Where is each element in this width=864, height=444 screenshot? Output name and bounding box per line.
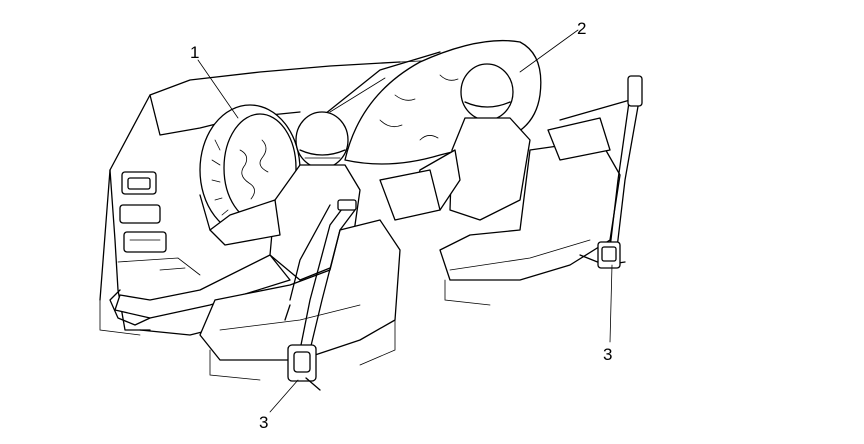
center-console [117,171,201,276]
driver-figure [109,111,361,326]
windshield-edge [319,51,441,119]
passenger-seat [439,117,621,306]
driver-seat [199,219,401,381]
passenger-figure [409,63,531,221]
driver-seat-belt [284,199,357,351]
callout-leader-lines [197,29,613,413]
driver-headrest [379,169,441,221]
callout-3-front-pretensioner: 3 [259,413,269,432]
rear-pretensioner [597,241,621,269]
dashboard-outline [99,59,441,336]
callout-2-passenger-airbag: 2 [577,19,587,38]
callout-1-driver-airbag: 1 [190,43,200,62]
front-pretensioner [287,344,321,391]
callout-3-rear-pretensioner: 3 [603,345,613,364]
